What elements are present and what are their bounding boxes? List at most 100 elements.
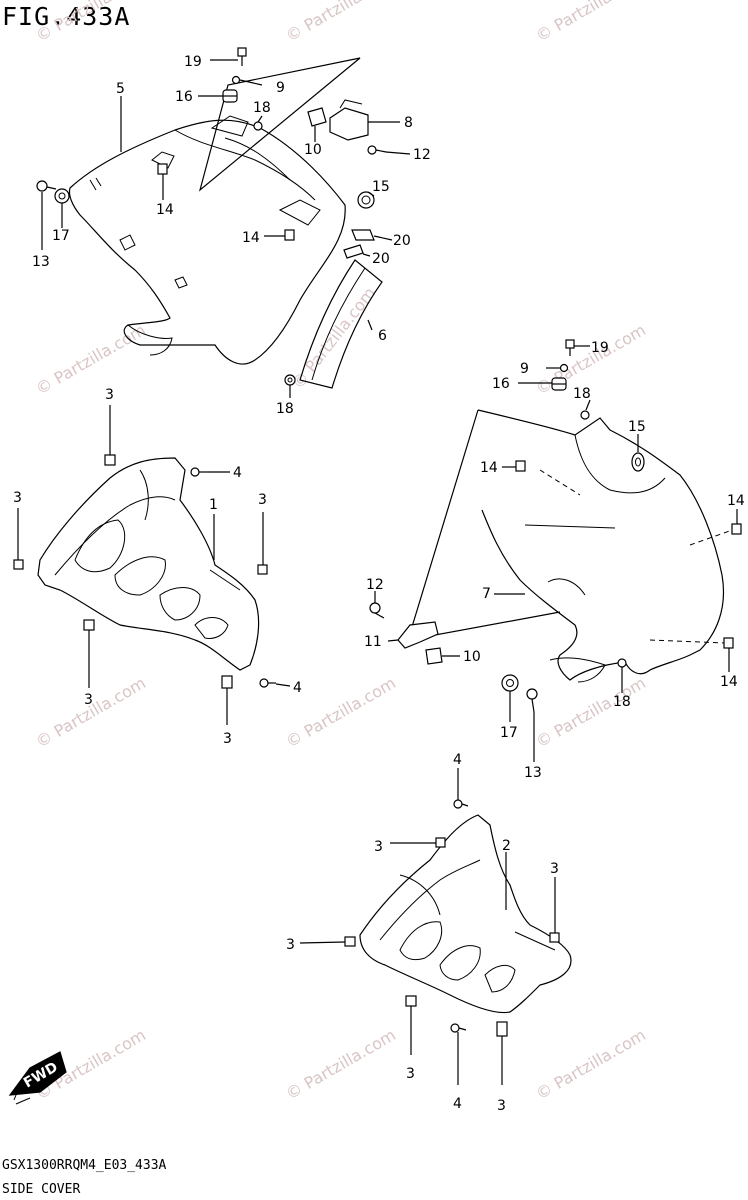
callout-10: 10 — [463, 649, 481, 665]
callout-3: 3 — [258, 492, 267, 508]
upper-fairing-right-assembly: 19 9 16 18 15 14 14 12 7 11 10 14 18 17 … — [364, 339, 745, 781]
bolt-12-right — [369, 602, 385, 619]
footer-section-name: SIDE COVER — [2, 1182, 81, 1197]
bolt-19-right — [565, 339, 575, 356]
callout-3: 3 — [550, 861, 559, 877]
part-7-dash-line — [649, 639, 726, 644]
callout-14: 14 — [727, 493, 745, 509]
screw-18-top-a — [253, 121, 263, 131]
callout-12: 12 — [366, 577, 384, 593]
clip-20-b — [343, 244, 364, 259]
clip-3-a — [104, 454, 116, 466]
nut-14-top-b — [284, 229, 295, 241]
nut-14-top-a — [157, 163, 168, 175]
part-7-inner-edge — [574, 434, 666, 494]
footer-model-code: GSX1300RRQM4_E03_433A — [2, 1158, 167, 1173]
part-1-opening — [74, 519, 126, 573]
part-5-lower-lip — [127, 324, 173, 356]
callout-3: 3 — [84, 692, 93, 708]
callout-9: 9 — [520, 361, 529, 377]
screw-4-d — [450, 1023, 467, 1033]
part-1-opening — [114, 556, 166, 596]
callout-20: 20 — [372, 251, 390, 267]
part-5-notch — [119, 234, 136, 251]
callout-3: 3 — [13, 490, 22, 506]
part-5-tab — [278, 199, 321, 226]
part-1-rib — [209, 569, 241, 591]
callout-4: 4 — [293, 680, 302, 696]
watermark: © Partzilla.com — [533, 673, 649, 751]
figure-title: FIG.433A — [2, 2, 131, 31]
clip-20-a — [351, 229, 375, 241]
watermark: © Partzilla.com — [283, 0, 399, 45]
callout-14: 14 — [720, 674, 738, 690]
part-2-rib — [399, 874, 441, 916]
watermark: © Partzilla.com — [533, 1025, 649, 1103]
part-1-opening — [194, 617, 229, 639]
callout-17: 17 — [500, 725, 518, 741]
part-5-notch — [89, 177, 102, 191]
part-5-notch — [174, 276, 188, 289]
clip-3-i — [405, 995, 417, 1007]
callout-4: 4 — [453, 1096, 462, 1112]
clip-3-e — [221, 675, 233, 689]
callout-13: 13 — [524, 765, 542, 781]
bolt-13-top — [36, 180, 57, 192]
part-5-outline — [68, 119, 346, 365]
callout-15: 15 — [628, 419, 646, 435]
part-7-outline — [477, 409, 725, 681]
callout-19: 19 — [184, 54, 202, 70]
clip-3-f — [435, 837, 446, 848]
callout-3: 3 — [406, 1066, 415, 1082]
screw-4-c — [453, 799, 469, 809]
part-1-rib — [139, 469, 149, 521]
grommet-17-top — [54, 188, 70, 204]
callout-3: 3 — [374, 839, 383, 855]
clip-3-c — [257, 564, 268, 575]
part-5-inner-edge — [174, 129, 316, 201]
watermark: © Partzilla.com — [33, 673, 149, 751]
screw-18-right-a — [580, 410, 590, 420]
bracket-11 — [397, 621, 439, 649]
callout-12: 12 — [413, 147, 431, 163]
callout-15: 15 — [372, 179, 390, 195]
callout-20: 20 — [393, 233, 411, 249]
bolt-13-right — [526, 688, 538, 713]
upper-fairing-left-assembly: 19 9 16 18 8 5 10 12 15 13 17 14 14 20 2… — [32, 47, 431, 417]
part-2-opening — [484, 964, 516, 993]
collar-10-right — [425, 647, 443, 665]
callout-10: 10 — [304, 142, 322, 158]
callout-2: 2 — [502, 838, 511, 854]
assembly-guide-triangle — [198, 57, 361, 192]
grommet-16-top — [222, 89, 238, 103]
watermark: © Partzilla.com — [33, 320, 149, 398]
part-1-opening — [159, 587, 201, 621]
part-7-dash-line — [539, 469, 581, 496]
callout-14: 14 — [480, 460, 498, 476]
grommet-17-right — [501, 674, 519, 692]
part-7-lower-lip — [549, 657, 606, 683]
callout-18: 18 — [613, 694, 631, 710]
callout-1: 1 — [209, 497, 218, 513]
inner-panel-right-assembly: 4 3 2 3 3 3 4 3 — [286, 752, 572, 1114]
part-2-outline — [359, 814, 572, 1014]
callout-4: 4 — [233, 465, 242, 481]
nut-14-right-c — [723, 637, 734, 649]
watermark: © Partzilla.com — [288, 283, 379, 392]
callout-7: 7 — [482, 586, 491, 602]
clip-3-j — [496, 1021, 508, 1037]
screw-18-top-b — [284, 374, 296, 386]
watermark: © Partzilla.com — [533, 0, 649, 45]
washer-9-right — [559, 363, 569, 373]
grommet-16-right — [551, 377, 567, 391]
clip-3-d — [83, 619, 95, 631]
callout-11: 11 — [364, 634, 382, 650]
screw-4-a — [190, 467, 206, 477]
nut-14-right-b — [731, 523, 742, 535]
callout-3: 3 — [105, 387, 114, 403]
callout-9: 9 — [276, 80, 285, 96]
callout-3: 3 — [497, 1098, 506, 1114]
part-1-outline — [37, 457, 260, 671]
part-5-tab — [210, 115, 249, 137]
part-6-strip — [299, 259, 383, 389]
